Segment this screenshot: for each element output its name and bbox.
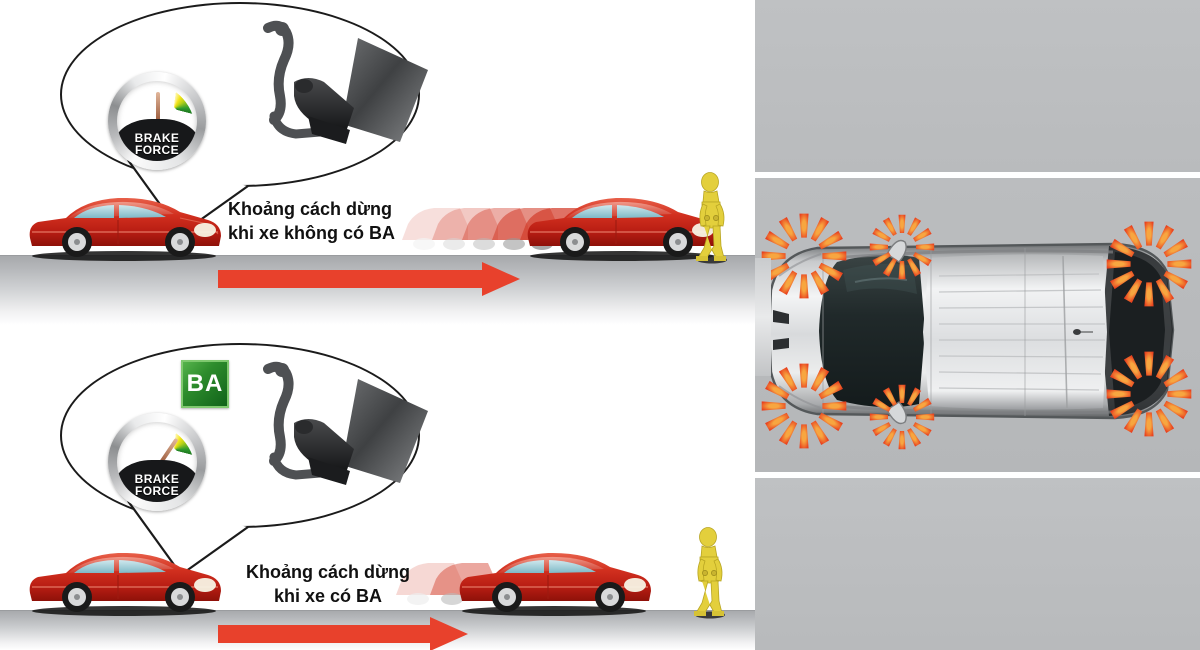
sensor-burst-rear-right-icon [1106, 351, 1192, 437]
road-surface-top [0, 255, 755, 325]
gauge-label: BRAKE FORCE [117, 132, 197, 156]
crash-test-dummy-without-ba [690, 172, 734, 269]
caption-with-ba: Khoảng cách dừng khi xe có BA [245, 562, 411, 606]
gauge-lower-mask [116, 460, 198, 503]
scene-with-ba: BA BRAKE FORCE [0, 325, 755, 650]
sensor-burst-front-right-icon [1106, 221, 1192, 307]
gauge-label-line2: FORCE [134, 143, 179, 158]
gauge-face: BRAKE FORCE [116, 421, 198, 503]
gauge-lower-mask [116, 119, 198, 162]
ba-indicator-badge: BA [181, 360, 229, 408]
road-edge-top [0, 255, 755, 256]
gauge-label-line1: BRAKE [134, 131, 180, 146]
brake-force-gauge-without-ba: BRAKE FORCE [108, 72, 206, 170]
mirror-left [886, 239, 907, 263]
direction-arrow-with-ba [218, 617, 468, 650]
brake-pedal-and-foot-2 [263, 361, 428, 485]
car-stopped-with-ba [452, 545, 657, 622]
crash-test-dummy-with-ba [688, 527, 732, 624]
scene-without-ba: BRAKE FORCE [0, 0, 755, 325]
left-highlight-strip [755, 258, 771, 376]
left-panel: BRAKE FORCE [0, 0, 755, 650]
gauge-needle [156, 92, 160, 126]
sensor-burst-mirror-right-icon [869, 384, 935, 450]
gauge-face: BRAKE FORCE [116, 80, 198, 162]
speech-bubble-tail-with-ba [127, 500, 249, 575]
caption-without-ba: Khoảng cách dừng khi xe không có BA [228, 199, 396, 243]
background-band-bottom [755, 478, 1200, 650]
car-stopped-without-ba [520, 190, 725, 267]
mirror-right [886, 401, 907, 425]
right-panel [755, 0, 1200, 650]
car-start-without-ba [22, 190, 227, 267]
gauge-label: BRAKE FORCE [117, 473, 197, 497]
road-edge-bottom [0, 610, 755, 611]
sensor-burst-front-left-icon [761, 213, 847, 299]
car-start-with-ba [22, 545, 227, 622]
sensor-burst-mirror-left-icon [869, 214, 935, 280]
background-band-top [755, 0, 1200, 172]
direction-arrow-without-ba [218, 262, 520, 296]
sensor-burst-rear-left-icon [761, 363, 847, 449]
brake-pedal-and-foot-1 [263, 20, 428, 144]
gauge-label-line2: FORCE [134, 484, 179, 499]
brake-force-gauge-with-ba: BRAKE FORCE [108, 413, 206, 511]
gauge-label-line1: BRAKE [134, 472, 180, 487]
